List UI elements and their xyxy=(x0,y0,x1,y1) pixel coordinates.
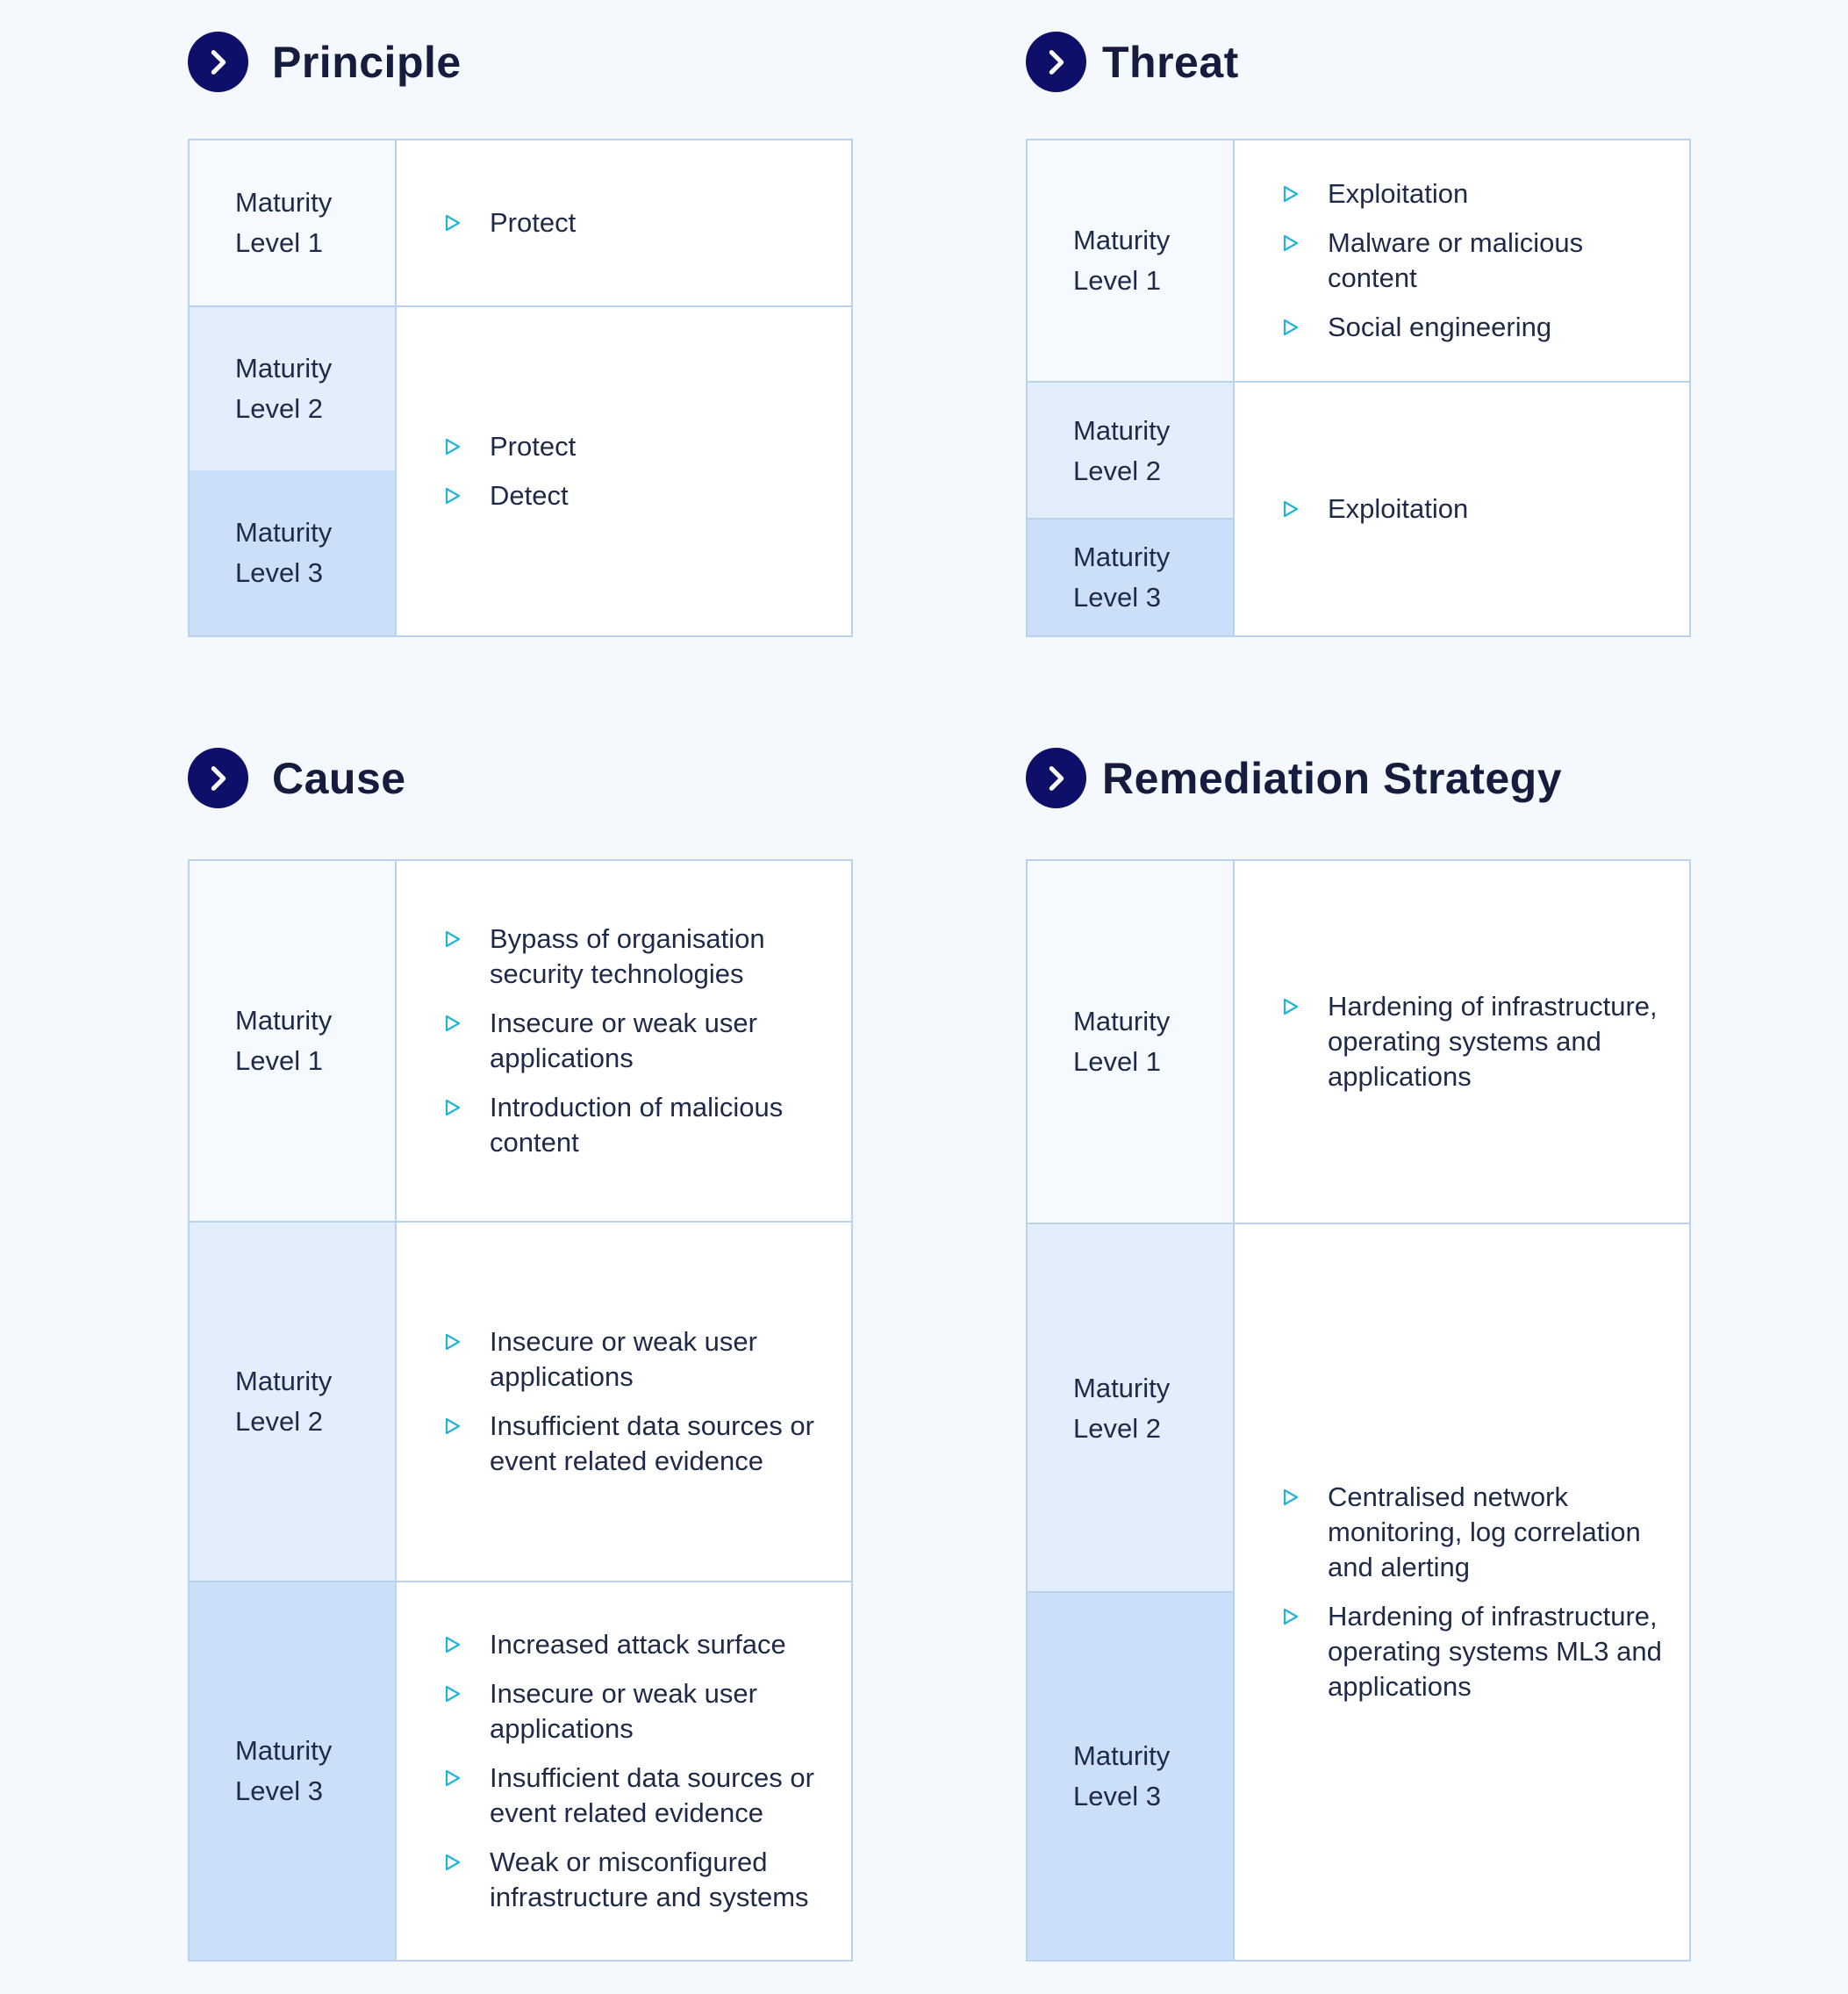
triangle-right-icon xyxy=(445,214,461,232)
chevron-right-icon xyxy=(1026,748,1086,808)
list-item: Exploitation xyxy=(1279,491,1672,527)
list-item: Increased attack surface xyxy=(441,1627,834,1662)
level-divider xyxy=(1028,1591,1235,1593)
section-title: Cause xyxy=(272,753,406,803)
triangle-right-icon xyxy=(445,1015,461,1032)
section-title: Principle xyxy=(272,37,462,87)
list-item: Insufficient data sources or event relat… xyxy=(441,1761,834,1831)
triangle-right-icon xyxy=(445,1636,461,1653)
list-item: Protect xyxy=(441,205,834,240)
list-item: Hardening of infrastructure, operating s… xyxy=(1279,989,1672,1094)
cause-content-3: Increased attack surface Insecure or wea… xyxy=(397,1582,851,1960)
list-item: Insecure or weak user applications xyxy=(441,1676,834,1747)
row-divider xyxy=(190,1221,851,1223)
triangle-right-icon xyxy=(445,1769,461,1787)
list-item: Centralised network monitoring, log corr… xyxy=(1279,1480,1672,1585)
section-title: Threat xyxy=(1102,37,1239,87)
threat-content-1: Exploitation Malware or malicious conten… xyxy=(1235,140,1689,381)
list-item: Insufficient data sources or event relat… xyxy=(441,1409,834,1479)
list-item: Protect xyxy=(441,429,834,464)
triangle-right-icon xyxy=(1283,319,1299,336)
section-title: Remediation Strategy xyxy=(1102,753,1563,803)
list-item: Bypass of organisation security technolo… xyxy=(441,922,834,992)
triangle-right-icon xyxy=(445,1685,461,1703)
list-item: Weak or misconfigured infrastructure and… xyxy=(441,1845,834,1915)
triangle-right-icon xyxy=(1283,234,1299,252)
row-divider xyxy=(1028,381,1689,383)
list-item: Detect xyxy=(441,478,834,513)
remediation-content-2: Centralised network monitoring, log corr… xyxy=(1235,1224,1689,1960)
triangle-right-icon xyxy=(1283,500,1299,518)
chevron-right-icon xyxy=(188,32,248,92)
triangle-right-icon xyxy=(1283,1488,1299,1506)
row-divider xyxy=(190,1581,851,1582)
list-item: Malware or malicious content xyxy=(1279,226,1672,296)
row-divider xyxy=(190,305,851,307)
triangle-right-icon xyxy=(445,930,461,948)
chevron-right-icon xyxy=(1026,32,1086,92)
row-divider xyxy=(1028,1223,1689,1224)
list-item: Introduction of malicious content xyxy=(441,1090,834,1160)
list-item: Exploitation xyxy=(1279,176,1672,212)
cause-header: Cause xyxy=(188,748,406,808)
triangle-right-icon xyxy=(1283,998,1299,1015)
cause-content-1: Bypass of organisation security technolo… xyxy=(397,861,851,1221)
triangle-right-icon xyxy=(1283,1608,1299,1625)
list-item: Insecure or weak user applications xyxy=(441,1006,834,1076)
principle-content-2: Protect Detect xyxy=(397,307,851,635)
threat-header: Threat xyxy=(1026,32,1239,92)
triangle-right-icon xyxy=(1283,185,1299,203)
cause-content-2: Insecure or weak user applications Insuf… xyxy=(397,1223,851,1581)
remediation-content-1: Hardening of infrastructure, operating s… xyxy=(1235,861,1689,1223)
list-item: Insecure or weak user applications xyxy=(441,1324,834,1395)
chevron-right-icon xyxy=(188,748,248,808)
triangle-right-icon xyxy=(445,1417,461,1435)
triangle-right-icon xyxy=(445,1099,461,1116)
threat-content-2: Exploitation xyxy=(1235,383,1689,635)
triangle-right-icon xyxy=(445,438,461,455)
list-item: Hardening of infrastructure, operating s… xyxy=(1279,1599,1672,1704)
level-divider xyxy=(1028,518,1235,520)
triangle-right-icon xyxy=(445,1333,461,1351)
principle-header: Principle xyxy=(188,32,462,92)
remediation-header: Remediation Strategy xyxy=(1026,748,1562,808)
list-item: Social engineering xyxy=(1279,310,1672,345)
triangle-right-icon xyxy=(445,1854,461,1871)
triangle-right-icon xyxy=(445,487,461,505)
principle-content-1: Protect xyxy=(397,140,851,305)
